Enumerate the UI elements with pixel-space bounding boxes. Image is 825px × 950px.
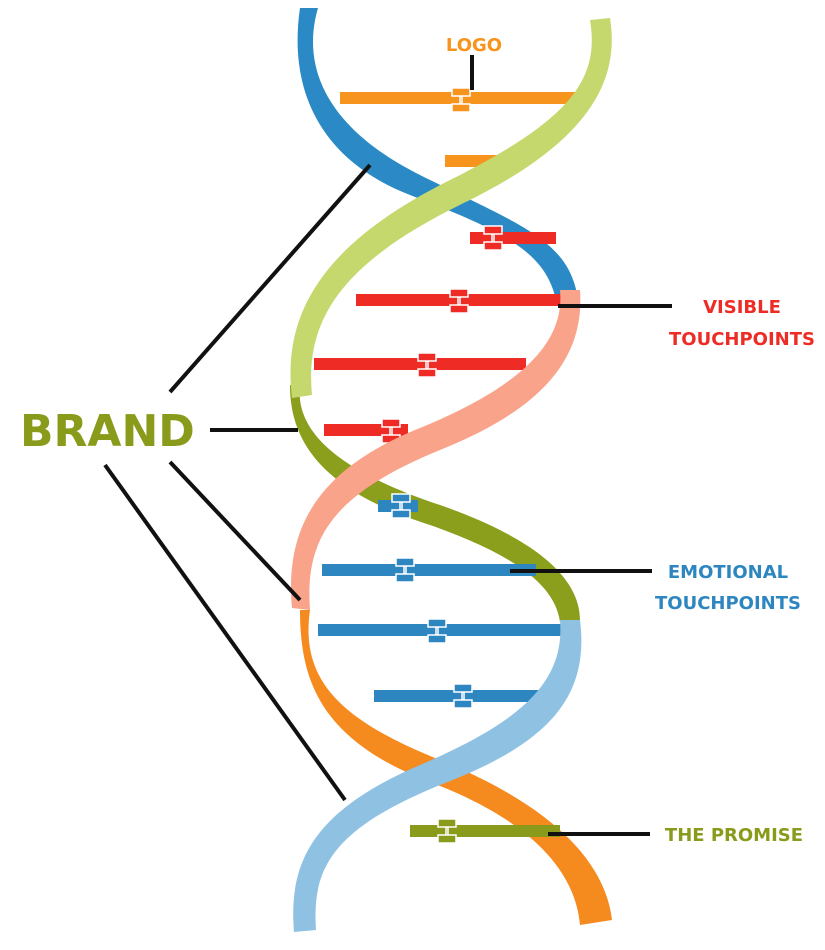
rung-emotional-1 xyxy=(378,493,418,519)
strand-lightgreen-top xyxy=(290,18,612,398)
rung-visible-2 xyxy=(356,288,568,314)
visible-touchpoints-label-line1: VISIBLE xyxy=(703,297,781,318)
rung-visible-4 xyxy=(324,418,408,444)
rung-visible-3 xyxy=(314,352,526,378)
brand-line-3 xyxy=(168,460,302,602)
rung-visible-1 xyxy=(470,225,556,251)
emotional-touchpoints-label-line1: EMOTIONAL xyxy=(668,562,788,583)
rung-emotional-3 xyxy=(318,618,578,644)
logo-label: LOGO xyxy=(446,35,502,56)
emotional-touchpoints-label-line2: TOUCHPOINTS xyxy=(655,593,801,614)
strand-blue-top xyxy=(297,8,578,300)
rung-promise xyxy=(410,818,560,844)
the-promise-label: THE PROMISE xyxy=(665,825,803,846)
strand-salmon-middle xyxy=(291,290,581,610)
rung-emotional-4 xyxy=(374,683,544,709)
rung-emotional-2 xyxy=(322,557,536,583)
rung-logo-1 xyxy=(340,87,576,113)
brand-line-4 xyxy=(103,463,347,802)
strand-olive-middle xyxy=(290,385,580,622)
brand-label: BRAND xyxy=(20,406,195,457)
visible-touchpoints-label-line2: TOUCHPOINTS xyxy=(669,329,815,350)
strand-lightblue-bottom xyxy=(293,620,582,932)
brand-connector-lines xyxy=(103,163,372,802)
brand-line-1 xyxy=(168,163,372,394)
